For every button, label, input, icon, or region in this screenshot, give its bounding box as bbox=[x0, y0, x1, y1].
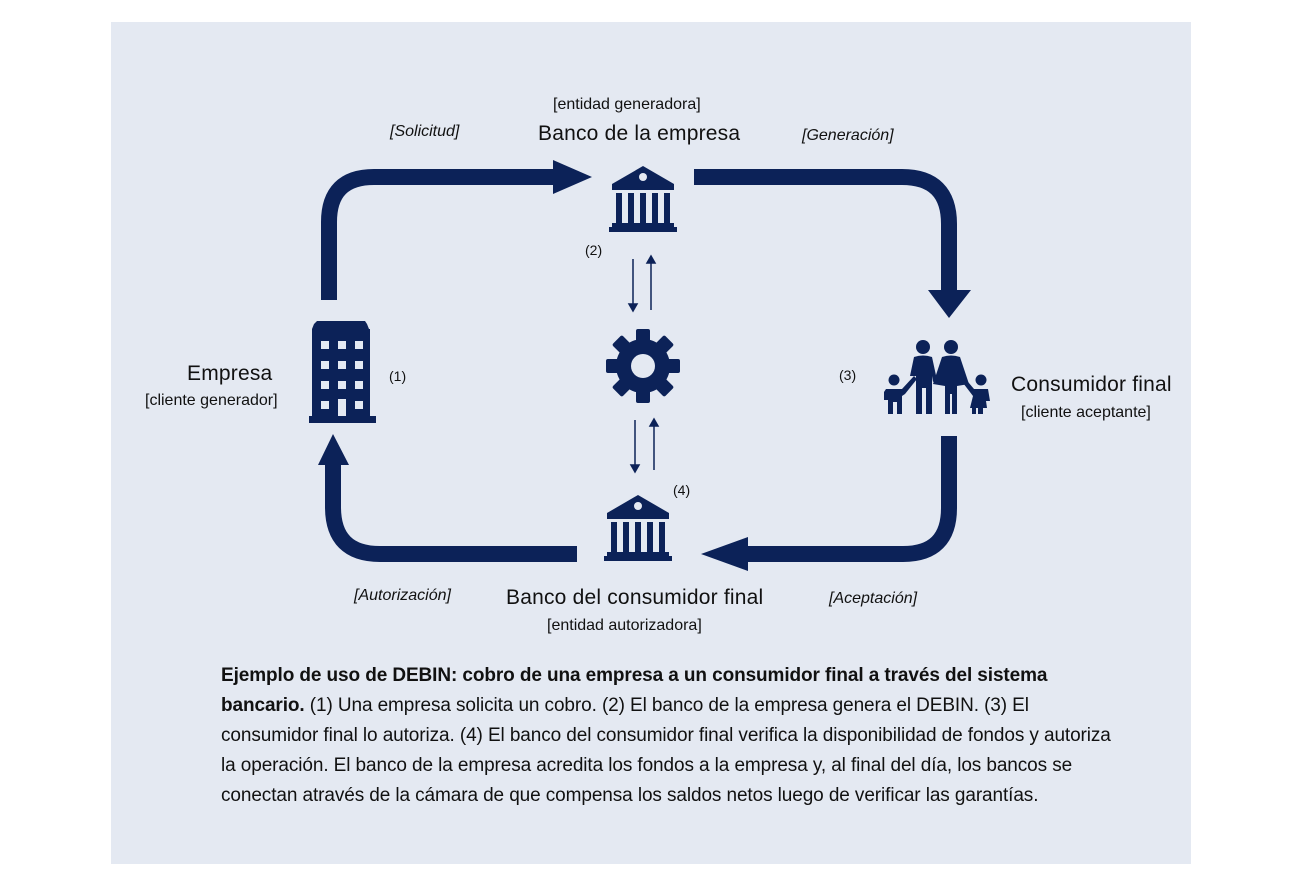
step-3-label: (3) bbox=[839, 367, 857, 383]
arrowhead-solicitud bbox=[553, 160, 592, 194]
flow-solicitud-label: [Solicitud] bbox=[390, 123, 460, 140]
diagram-panel bbox=[111, 22, 1191, 864]
arrow-autorizacion bbox=[325, 462, 577, 562]
step-2-label: (2) bbox=[585, 242, 603, 258]
step-4-label: (4) bbox=[673, 482, 691, 498]
caption-body: (1) Una empresa solicita un cobro. (2) E… bbox=[221, 695, 1111, 806]
bank-icon bbox=[609, 166, 677, 232]
arrow-generacion bbox=[694, 169, 957, 292]
bank-consumer-role: [entidad autorizadora] bbox=[547, 617, 702, 634]
flow-aceptacion-label: [Aceptación] bbox=[829, 590, 918, 607]
arrowhead-autorizacion bbox=[318, 434, 349, 465]
company-role: [cliente generador] bbox=[145, 392, 278, 409]
bank-consumer-name: Banco del consumidor final bbox=[506, 586, 764, 609]
flow-generacion-label: [Generación] bbox=[802, 127, 894, 144]
step-1-label: (1) bbox=[389, 368, 407, 384]
consumer-name: Consumidor final bbox=[1011, 373, 1172, 396]
consumer-role: [cliente aceptante] bbox=[1021, 404, 1151, 421]
bank-company-name: Banco de la empresa bbox=[538, 122, 741, 145]
arrow-aceptacion bbox=[745, 436, 957, 562]
figure-caption: Ejemplo de uso de DEBIN: cobro de una em… bbox=[221, 661, 1121, 811]
arrowhead-generacion bbox=[928, 290, 971, 318]
flow-autorizacion-label: [Autorización] bbox=[354, 587, 451, 604]
arrowhead-aceptacion bbox=[701, 537, 748, 571]
bank-company-role: [entidad generadora] bbox=[553, 96, 701, 113]
office-building-icon bbox=[309, 321, 376, 423]
bank-icon bbox=[604, 495, 672, 561]
family-icon bbox=[884, 340, 990, 414]
company-name: Empresa bbox=[187, 362, 273, 385]
arrow-solicitud bbox=[321, 169, 556, 300]
gear-icon bbox=[606, 329, 680, 403]
caption-title: Ejemplo de uso de DEBIN: cobro de una em… bbox=[221, 665, 1048, 716]
